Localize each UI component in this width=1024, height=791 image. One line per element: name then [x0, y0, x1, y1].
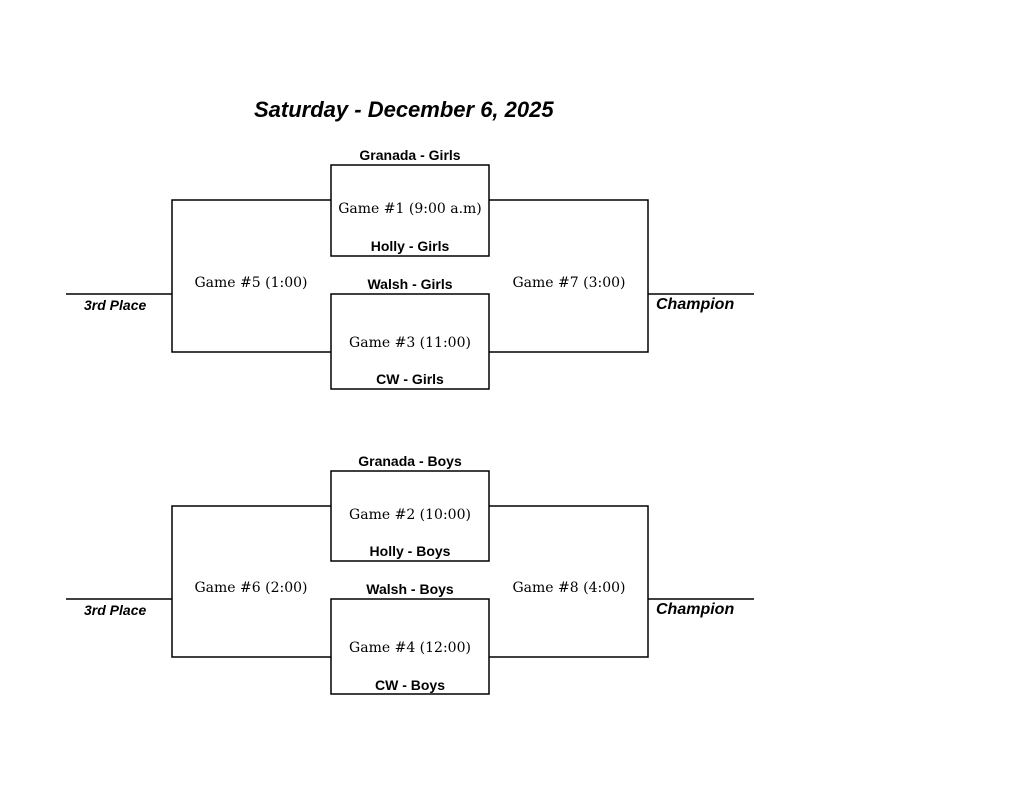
champion-label: Champion	[656, 601, 735, 618]
bottom-game-box	[330, 293, 490, 390]
left-connector	[171, 199, 331, 353]
team-label: Walsh - Girls	[367, 276, 453, 292]
game-label: Game #2 (10:00)	[349, 507, 471, 523]
bracket-lines	[66, 164, 754, 390]
top-game-box	[330, 470, 490, 562]
right-connector	[489, 199, 649, 353]
bracket-girls: Granada - Girls Game #1 (9:00 a.m) Holly…	[0, 140, 1024, 400]
game-label: Game #8 (4:00)	[512, 580, 626, 596]
top-game-box	[330, 164, 490, 257]
bracket-lines	[66, 470, 754, 695]
bottom-game-box	[330, 598, 490, 695]
game-label: Game #3 (11:00)	[349, 335, 471, 351]
third-place-label: 3rd Place	[84, 297, 147, 313]
team-label: Granada - Girls	[359, 147, 461, 163]
team-label: CW - Boys	[375, 677, 445, 693]
team-label: Holly - Girls	[370, 238, 450, 254]
left-connector	[171, 505, 331, 658]
team-label: Holly - Boys	[369, 543, 451, 559]
page-title: Saturday - December 6, 2025	[254, 97, 554, 122]
bracket-boys: Granada - Boys Game #2 (10:00) Holly - B…	[0, 446, 1024, 706]
game-label: Game #6 (2:00)	[194, 580, 308, 596]
team-label: Walsh - Boys	[366, 581, 454, 597]
game-label: Game #1 (9:00 a.m)	[338, 201, 482, 217]
team-label: Granada - Boys	[358, 453, 462, 469]
third-place-label: 3rd Place	[84, 602, 147, 618]
right-connector	[489, 505, 649, 658]
champion-label: Champion	[656, 296, 735, 313]
game-label: Game #5 (1:00)	[194, 275, 308, 291]
game-label: Game #4 (12:00)	[349, 640, 471, 656]
game-label: Game #7 (3:00)	[512, 275, 626, 291]
team-label: CW - Girls	[376, 371, 444, 387]
